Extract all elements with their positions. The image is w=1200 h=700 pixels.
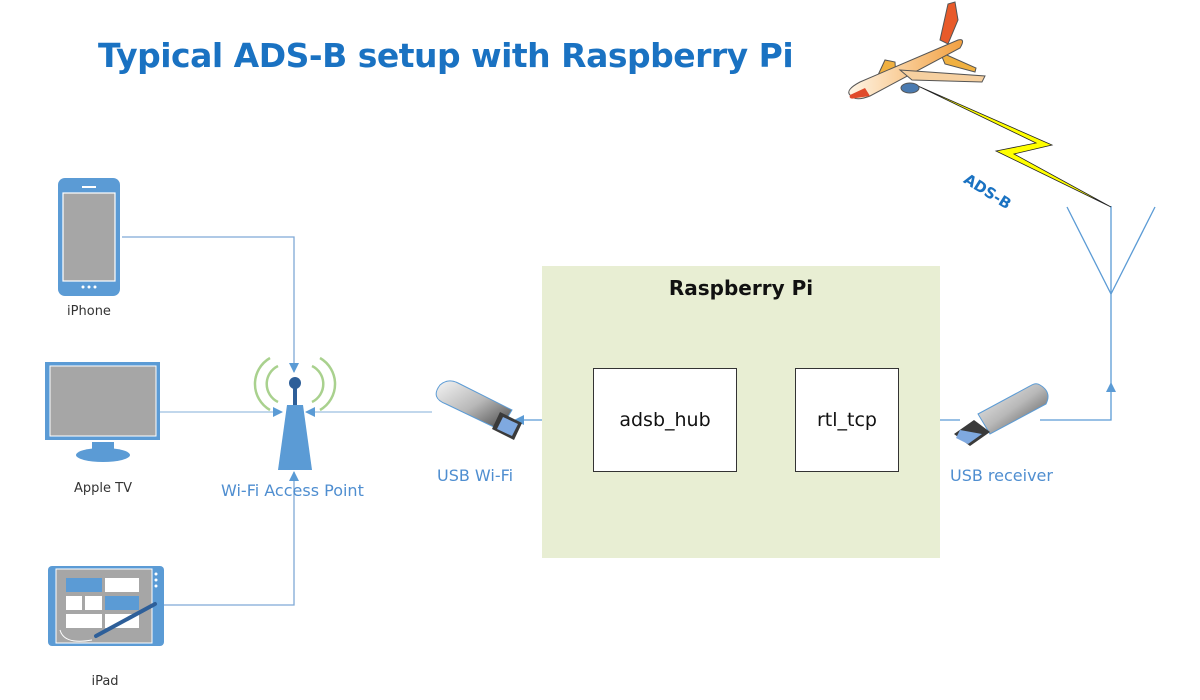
device-label-ipad: iPad	[91, 674, 119, 689]
signal-bolt-icon	[917, 85, 1112, 208]
process-label: adsb_hub	[619, 409, 711, 431]
page-title: Typical ADS-B setup with Raspberry Pi	[98, 36, 794, 75]
arrow-up-icon	[1106, 382, 1116, 392]
connector-ipad-ap	[164, 471, 299, 606]
usb-receiver-dongle-icon	[954, 383, 1049, 446]
usb-receiver-label: USB receiver	[950, 466, 1053, 485]
monitor-icon	[45, 362, 160, 462]
process-adsb-hub: adsb_hub	[593, 368, 737, 472]
wifi-access-point-icon	[253, 356, 337, 470]
usb-wifi-label: USB Wi-Fi	[437, 466, 514, 485]
device-label-apple-tv: Apple TV	[74, 481, 132, 496]
antenna-icon	[1066, 206, 1156, 295]
access-point-label: Wi-Fi Access Point	[221, 481, 364, 500]
iphone-icon	[58, 178, 120, 296]
process-rtl-tcp: rtl_tcp	[795, 368, 899, 472]
usb-wifi-dongle-icon	[435, 380, 522, 440]
connector-antenna-receiver	[1040, 206, 1112, 421]
airplane-icon	[848, 1, 986, 100]
process-label: rtl_tcp	[817, 409, 877, 431]
connector-iphone-ap	[122, 236, 299, 373]
device-label-iphone: iPhone	[67, 304, 111, 319]
ipad-icon	[48, 566, 164, 646]
raspberry-pi-title: Raspberry Pi	[668, 276, 814, 300]
